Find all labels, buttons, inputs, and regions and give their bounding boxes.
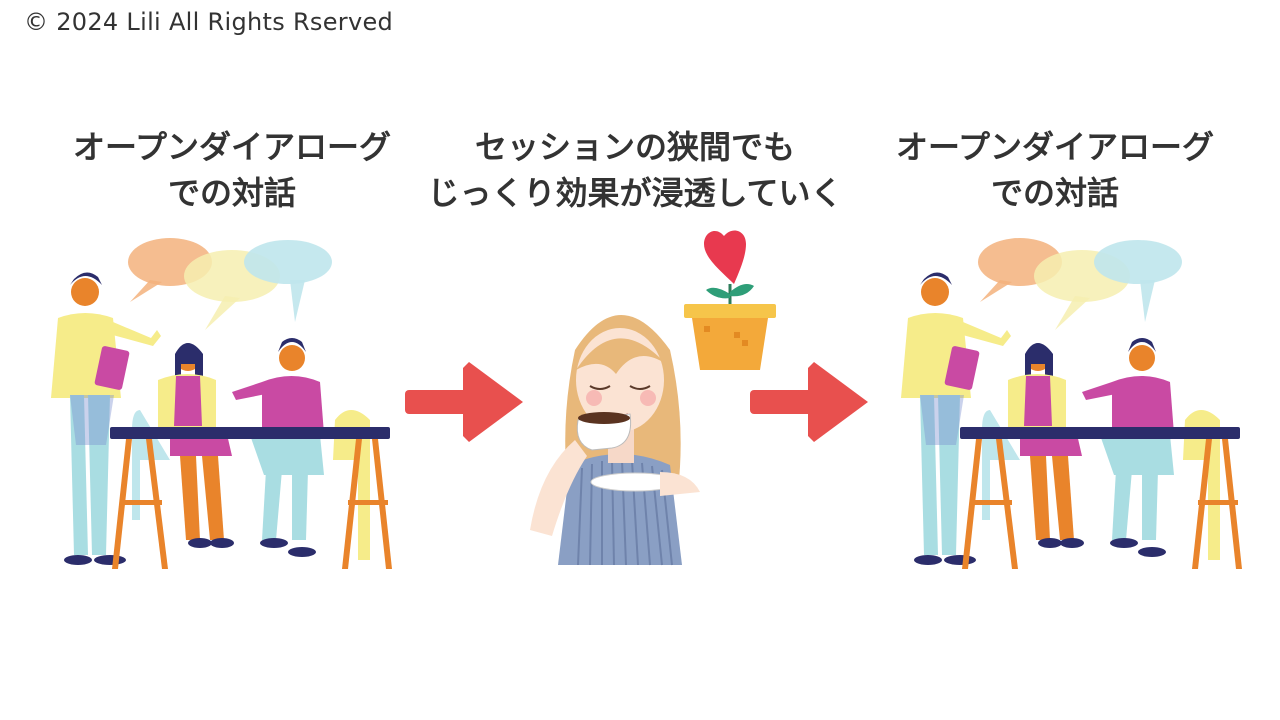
middle-title-line2: じっくり効果が浸透していく: [427, 174, 843, 212]
group-dialogue-illustration-left: [51, 238, 392, 569]
left-title-line2: での対話: [167, 174, 296, 212]
group-dialogue-illustration-right: [901, 238, 1242, 569]
right-arrow-icon: [750, 362, 868, 442]
right-column-title: オープンダイアローグ での対話: [845, 124, 1265, 216]
middle-column-title: セッションの狭間でも じっくり効果が浸透していく: [410, 124, 860, 216]
middle-title-line1: セッションの狭間でも: [474, 128, 795, 166]
left-column-title: オープンダイアローグ での対話: [22, 124, 442, 216]
right-arrow-icon: [405, 362, 523, 442]
woman-drinking-coffee-illustration: [530, 315, 700, 566]
copyright-notice: © 2024 Lili All Rights Rserved: [24, 8, 394, 36]
right-title-line1: オープンダイアローグ: [895, 128, 1215, 166]
left-title-line1: オープンダイアローグ: [72, 128, 392, 166]
heart-plant-icon: [684, 230, 776, 370]
right-title-line2: での対話: [990, 174, 1119, 212]
